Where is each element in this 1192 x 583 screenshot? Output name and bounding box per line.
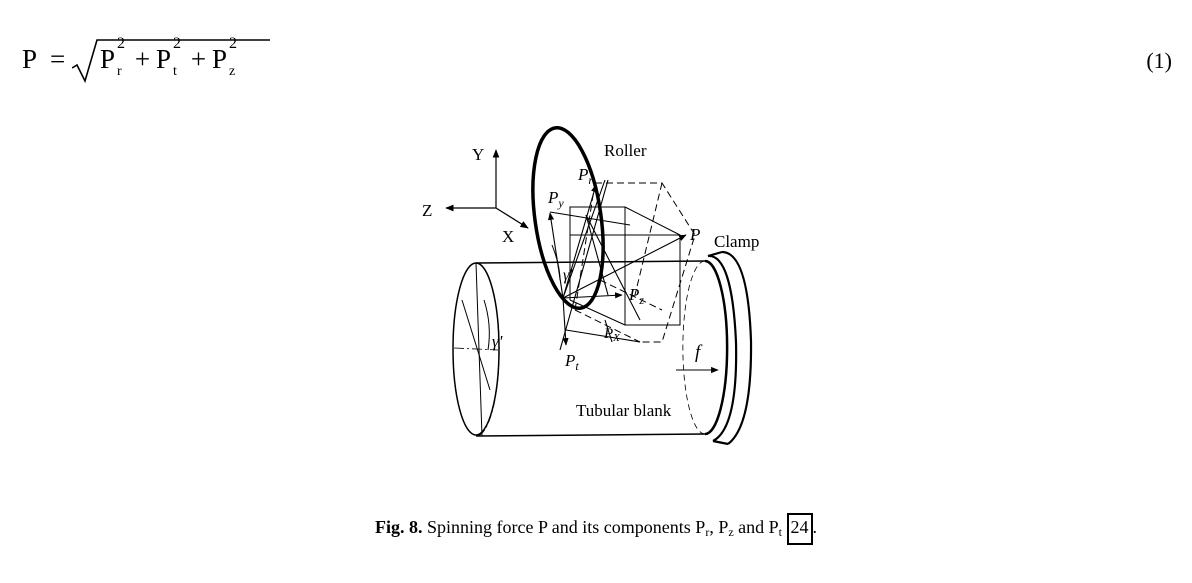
force-box-dashed (574, 182, 696, 343)
y-axis-label: Y (472, 145, 484, 164)
tubular-blank-shape (452, 259, 729, 437)
figure-caption: Fig. 8. Spinning force P and its compone… (0, 513, 1192, 545)
tubular-blank-label: Tubular blank (576, 401, 672, 420)
figure-number: Fig. 8. (374, 517, 423, 537)
coordinate-axes (445, 149, 529, 229)
pt-label: Pt (564, 351, 579, 373)
plus-sign: + (134, 44, 151, 74)
feed-label: f (695, 342, 703, 363)
gamma-left-label: γ' (492, 332, 503, 351)
z-axis-label: Z (422, 201, 432, 220)
equation-lhs: P (22, 44, 38, 74)
clamp-shape (707, 250, 753, 446)
x-axis-label: X (502, 227, 514, 246)
px-label: PX (603, 326, 621, 344)
radical-sign (72, 39, 270, 84)
clamp-label: Clamp (714, 232, 759, 251)
py-label: Py (547, 188, 564, 210)
spinning-force-figure: γ' Y Z X (400, 120, 820, 460)
force-vectors (548, 179, 687, 351)
roller-shape (531, 126, 605, 310)
roller-label: Roller (604, 141, 647, 160)
citation-link[interactable]: 24 (786, 513, 813, 545)
p-label: P (689, 225, 700, 244)
gamma-roller-label: γ' (563, 267, 573, 284)
force-box (569, 206, 681, 326)
pr-label: Pr (577, 165, 593, 187)
plus-sign: + (190, 44, 207, 74)
equals-sign: = (50, 44, 66, 74)
twist-lines (461, 262, 491, 437)
pz-label: Pz (628, 285, 644, 307)
equation-number: (1) (1146, 48, 1172, 73)
spinning-diagram: γ' Y Z X (422, 126, 759, 446)
